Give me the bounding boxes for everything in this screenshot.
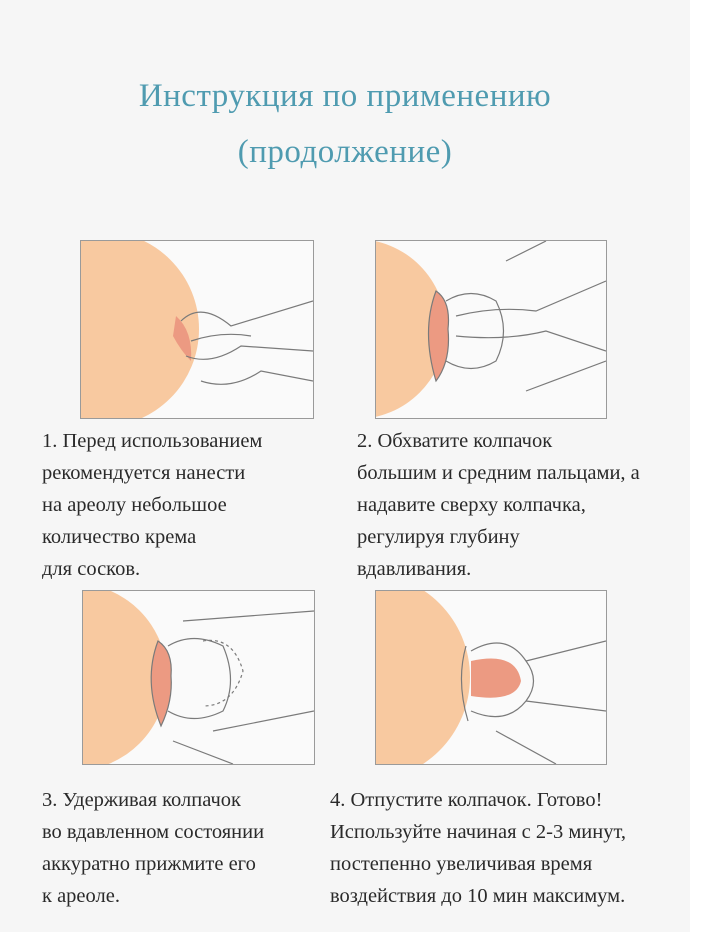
step-4-illustration — [375, 590, 607, 765]
grip-cap-drawing — [376, 241, 606, 417]
step-1-illustration — [80, 240, 314, 419]
step-4-line: воздействия до 10 мин максимум. — [330, 885, 626, 907]
step-1-text: 1. Перед использованием рекомендуется на… — [42, 425, 332, 585]
step-3-text: 3. Удерживая колпачок во вдавленном сост… — [42, 784, 327, 912]
step-1-line: количество крема — [42, 526, 197, 548]
step-1-line: 1. Перед использованием — [42, 430, 263, 452]
step-2-line: надавите сверху колпачка, — [357, 494, 586, 516]
step-2-line: вдавливания. — [357, 558, 472, 580]
page-title-line-2: (продолжение) — [237, 134, 453, 170]
step-2-illustration — [375, 240, 607, 419]
step-4-line: 4. Отпустите колпачок. Готово! — [330, 789, 603, 811]
step-3-line: аккуратно прижмите его — [42, 853, 256, 875]
step-2-line: большим и средним пальцами, а — [357, 462, 640, 484]
step-1-line: на ареолу небольшое — [42, 494, 227, 516]
step-3-illustration — [82, 590, 315, 765]
step-2-line: 2. Обхватите колпачок — [357, 430, 553, 452]
step-3-line: к ареоле. — [42, 885, 120, 907]
step-4-line: постепенно увеличивая время — [330, 853, 593, 875]
step-4-line: Используйте начиная с 2-3 минут, — [330, 821, 627, 843]
step-1-line: рекомендуется нанести — [42, 462, 246, 484]
step-3-line: во вдавленном состоянии — [42, 821, 265, 843]
page-title-line-1: Инструкция по применению — [138, 78, 552, 114]
release-cap-drawing — [376, 591, 606, 764]
step-3-line: 3. Удерживая колпачок — [42, 789, 242, 811]
apply-cream-drawing — [81, 241, 313, 418]
step-4-text: 4. Отпустите колпачок. Готово! Используй… — [330, 784, 690, 912]
step-2-line: регулируя глубину — [357, 526, 520, 548]
step-1-line: для сосков. — [42, 558, 141, 580]
press-to-areola-drawing — [83, 591, 314, 764]
step-2-text: 2. Обхватите колпачок большим и средним … — [357, 425, 690, 585]
